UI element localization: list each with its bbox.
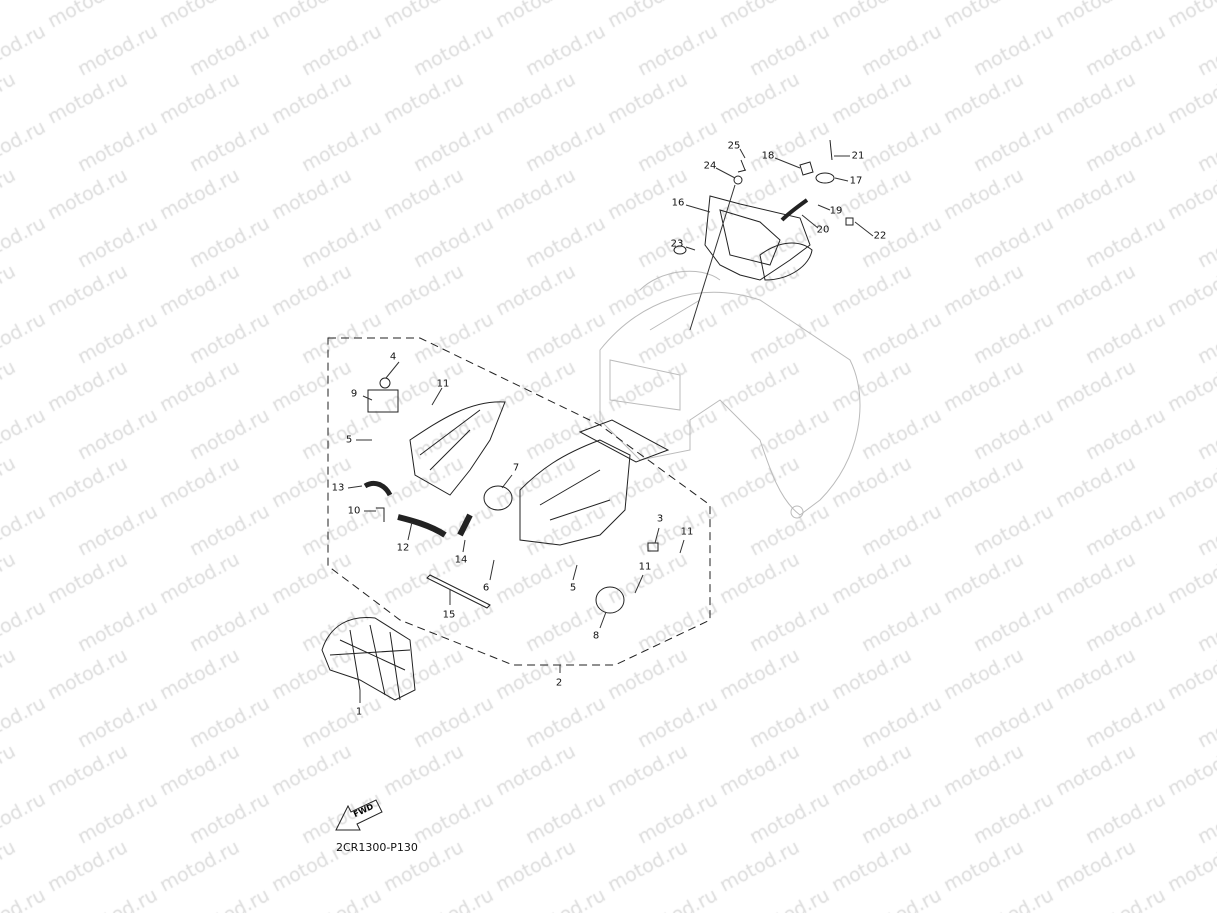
part-duct	[409, 401, 506, 496]
label-sheet	[578, 419, 670, 463]
frame-outline	[599, 270, 861, 519]
diagram-code: 2CR1300-P130	[336, 841, 418, 854]
callout-25: 25	[727, 140, 741, 152]
callout-1: 1	[355, 706, 363, 718]
callout-14: 14	[454, 554, 468, 566]
part-9-valve	[367, 377, 399, 413]
callout-15: 15	[442, 609, 456, 621]
callout-17: 17	[849, 175, 863, 187]
part-8-buzzer	[595, 586, 625, 614]
part-12-hose	[397, 514, 447, 538]
callout-12: 12	[396, 542, 410, 554]
callout-10: 10	[347, 505, 361, 517]
callout-3: 3	[656, 513, 664, 525]
part-14-hose	[457, 513, 473, 537]
callout-21: 21	[851, 150, 865, 162]
callout-23: 23	[670, 238, 684, 250]
callout-24: 24	[703, 160, 717, 172]
part-3-clip	[647, 542, 659, 552]
assembly-2-boundary	[327, 337, 711, 666]
callout-11: 11	[680, 526, 694, 538]
callout-8: 8	[592, 630, 600, 642]
part-16-housing	[704, 195, 813, 281]
callout-5: 5	[569, 582, 577, 594]
callout-18: 18	[761, 150, 775, 162]
callout-6: 6	[482, 582, 490, 594]
callout-22: 22	[873, 230, 887, 242]
part-bracket	[519, 439, 631, 546]
callout-11: 11	[638, 561, 652, 573]
part-15-strap	[426, 574, 491, 609]
callout-9: 9	[350, 388, 358, 400]
part-10-joint	[376, 507, 385, 522]
part-7-cap	[483, 485, 513, 511]
callout-5: 5	[345, 434, 353, 446]
callout-16: 16	[671, 197, 685, 209]
callout-2: 2	[555, 677, 563, 689]
leader-lines	[685, 148, 874, 331]
part-1-cover	[321, 616, 416, 701]
callout-13: 13	[331, 482, 345, 494]
part-13-hose	[363, 480, 393, 497]
leader-lines-lower	[347, 361, 685, 703]
small-parts-top	[673, 139, 854, 255]
callout-11: 11	[436, 378, 450, 390]
callout-19: 19	[829, 205, 843, 217]
fwd-arrow-icon	[335, 799, 383, 831]
callout-20: 20	[816, 224, 830, 236]
callout-4: 4	[389, 351, 397, 363]
callout-7: 7	[512, 462, 520, 474]
